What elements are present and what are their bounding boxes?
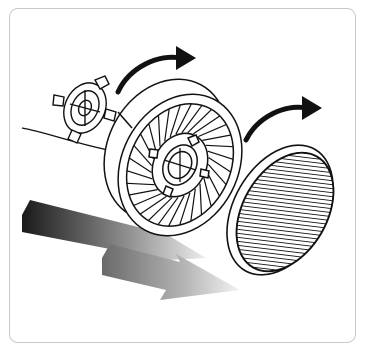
cartridge-vane — [179, 192, 191, 226]
cartridge-vane — [198, 123, 227, 138]
airflow-arrow-upper — [22, 200, 206, 262]
cartridge-vane — [139, 195, 167, 215]
cartridge-vane — [208, 157, 232, 173]
cartridge-vane — [126, 170, 153, 180]
cartridge-vane — [128, 189, 158, 196]
cartridge-vane — [133, 145, 153, 166]
disc-mesh-line — [234, 212, 336, 226]
cartridge-vane — [203, 177, 212, 207]
disc-mesh-line — [234, 276, 336, 289]
cartridge-vane — [187, 108, 213, 133]
cartridge-vane — [157, 115, 161, 147]
rotation-arrow-cartridge — [115, 46, 196, 95]
rotation-arrow-disc — [243, 96, 322, 143]
disc-mesh-line — [234, 200, 336, 214]
filter-cartridge — [103, 78, 243, 237]
disc-mesh-line — [234, 220, 336, 234]
cartridge-vane — [199, 183, 203, 215]
disc-mesh-line — [234, 208, 336, 222]
housing-outline — [21, 127, 116, 157]
cartridge-vane — [181, 104, 203, 134]
disc-mesh-line — [234, 204, 336, 218]
disc-mesh-line — [234, 224, 336, 238]
disc-mesh-line — [234, 272, 336, 286]
airflow-arrow-lower — [102, 244, 240, 300]
cartridge-vane — [164, 108, 170, 142]
cartridge-vane — [147, 197, 173, 222]
cartridge-vane — [169, 104, 181, 138]
cartridge-vane — [207, 150, 234, 160]
disc-mesh-line — [234, 216, 336, 230]
disc-mesh-line — [234, 196, 336, 210]
disc-mesh-line — [234, 188, 336, 202]
cartridge-vane — [157, 196, 179, 226]
cartridge-vane — [148, 123, 157, 153]
cartridge-vane — [175, 103, 192, 135]
cartridge-vane — [190, 188, 196, 222]
cartridge-vane — [128, 157, 152, 173]
cartridge-vane — [133, 192, 162, 207]
cartridge-vane — [168, 195, 185, 227]
cartridge-vane — [202, 134, 232, 141]
disc-mesh-line — [234, 192, 336, 206]
cartridge-vane — [205, 144, 234, 148]
cartridge-vane — [193, 115, 221, 135]
cartridge-vane — [207, 164, 227, 185]
cartridge-vane — [126, 182, 155, 186]
filter-holder-cap — [52, 75, 117, 144]
